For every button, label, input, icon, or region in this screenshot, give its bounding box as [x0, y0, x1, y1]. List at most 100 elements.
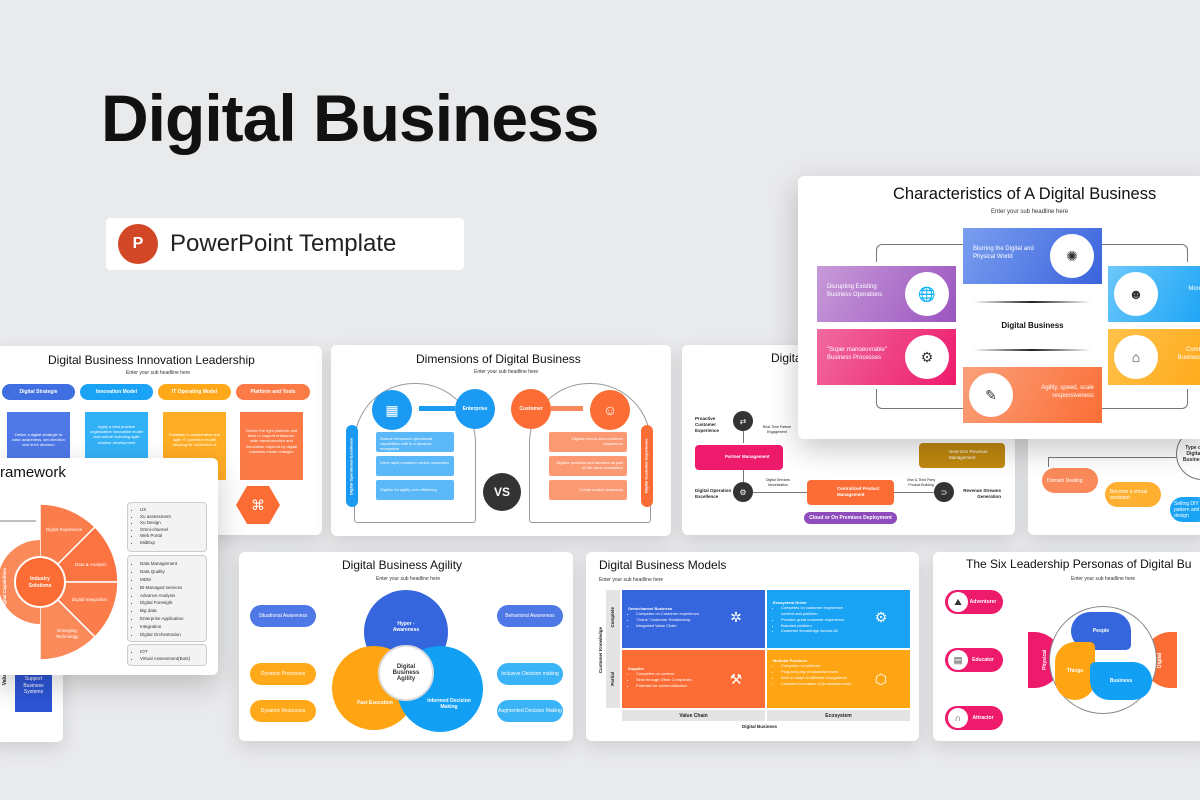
industry-solutions-circle — [14, 556, 66, 608]
slide-subtitle: Enter your sub headline here — [599, 577, 664, 583]
realtime-label: Real-Time Partner Engagement — [762, 425, 792, 434]
customer-service-icon: ☺ — [590, 390, 630, 430]
slide-title: ramework — [0, 464, 66, 481]
network-person-icon: ✲ — [730, 608, 742, 625]
customer-circle: Customer — [511, 389, 551, 429]
slide-title: Digital Business Innovation Leadership — [48, 353, 255, 367]
slide-title: Dimensions of Digital Business — [416, 352, 581, 366]
proactive-node: ⇄ — [733, 411, 753, 431]
list-item: Advance Analysis — [140, 592, 202, 600]
right-row: Digitize products and services as part o… — [549, 456, 627, 476]
framework-wheel — [0, 503, 119, 661]
col-label: Value Chain — [622, 710, 765, 721]
arrow-right-icon — [551, 406, 583, 411]
pill-digital-strategie: Digital Strategie — [2, 384, 75, 400]
quadrant-ecosystem-driver: Ecosystem DriverCompetes on customer exp… — [767, 590, 910, 648]
left-label: Digital Capabilities — [2, 568, 7, 609]
list-item: Xu Design — [140, 520, 202, 527]
right-pill: Augmented Decision Making — [497, 700, 563, 722]
quadrant-modular-producer: Modular ProducerCompetes on platformPlug… — [767, 650, 910, 708]
partner-management-box: Partner Management — [695, 445, 783, 470]
list-item: Digital Foresight — [140, 599, 202, 607]
slide-agility: Digital Business Agility Enter your sub … — [239, 552, 573, 741]
cloud-deployment-pill: Cloud or On Premises Deployment — [804, 512, 897, 524]
segment-things: Things — [1055, 642, 1095, 700]
slide-framework: ramework Industry Solutions Digital Capa… — [0, 458, 218, 675]
vs-circle: VS — [483, 473, 521, 511]
slide-subtitle: Enter your sub headline here — [991, 209, 1069, 215]
left-side-bar: Digital Operational Excellence — [346, 425, 358, 507]
y-axis-label: Customer Knowledge — [598, 627, 603, 674]
list-item: Big data — [140, 607, 202, 615]
revenue-node: ⊃ — [934, 482, 954, 502]
left-row: Drive rapid customer centric innovation — [376, 456, 454, 476]
right-row: Create trusted readiness — [549, 480, 627, 500]
storefront-people-icon: ⌂ — [1114, 335, 1158, 379]
revenue-generation-label: Revenue Streams Generation — [963, 488, 1001, 499]
support-systems-box: Support Business Systems — [15, 672, 52, 712]
list-item: MidExp — [140, 540, 202, 547]
slide-title: Digital Business Agility — [342, 558, 463, 572]
center-label: Digital Business — [1001, 321, 1064, 330]
row-label: Partial — [610, 672, 615, 686]
x-axis-label: Digital Business — [742, 724, 778, 729]
right-pill: Behavioral Awareness — [497, 605, 563, 627]
value-label: Valu — [2, 675, 8, 686]
list-item: UX — [140, 507, 202, 514]
template-badge: P PowerPoint Template — [106, 218, 464, 270]
slide-dimensions: Dimensions of Digital Business Enter you… — [331, 345, 671, 536]
network-hexagon-icon: ⌘ — [236, 486, 280, 524]
left-row: Source enhanced operational capabilities… — [376, 432, 454, 452]
list-item: Enterprise Application — [140, 615, 202, 623]
hexagons-icon: ⬡ — [874, 670, 888, 687]
list-item: Integration — [140, 623, 202, 631]
list-item: Web Portal — [140, 533, 202, 540]
list-item: Xu assessment — [140, 514, 202, 521]
globe-gear-icon: 🌐 — [905, 272, 949, 316]
quadrant-title: Supplier — [628, 666, 645, 671]
slide-title: Characteristics of A Digital Business — [893, 185, 1157, 203]
pill-platform-tools: Platform and Tools — [236, 384, 310, 400]
list-item: Digital Orchestration — [140, 631, 202, 639]
enterprise-circle: Enterprise — [455, 389, 495, 429]
building-icon: ▦ — [372, 390, 412, 430]
quadrant-supplier: SupplierCompetes on contentSells through… — [622, 650, 765, 708]
left-pill: Situational Awareness — [250, 605, 316, 627]
right-side-bar: Digital Customer Experience — [641, 425, 653, 507]
quadrant-title: Modular Producer — [773, 658, 808, 663]
quadrant-omnichannel: Omnichannel BusinessCompetes on Customer… — [622, 590, 765, 648]
left-pill: Dynamic Processes — [250, 663, 316, 685]
segment-label: Digital Integration — [72, 597, 108, 602]
adventurer-icon: ⛰ — [948, 592, 968, 612]
row-label: Complete — [610, 607, 615, 628]
powerpoint-icon: P — [118, 224, 158, 264]
center-circle: Digital Business Agility — [378, 645, 434, 701]
slide-title: Digita — [771, 351, 802, 365]
row-label-column — [606, 590, 620, 708]
list-box-3: IOTVirtual Assessment(Bots) — [127, 644, 207, 666]
list-item: Virtual Assessment(Bots) — [140, 656, 202, 663]
attractor-icon: ∩ — [948, 708, 968, 728]
operation-node: ⚙ — [733, 482, 753, 502]
pill-innovation-model: Innovation Model — [80, 384, 153, 400]
people-network-icon: ☻ — [1114, 272, 1158, 316]
slide-subtitle: Enter your sub headline here — [126, 370, 191, 376]
list-box-2: Data ManagementData QualityMDMBI-Managed… — [127, 555, 207, 642]
segment-business: Business — [1090, 662, 1152, 700]
type-domain-dealing: Domain Dealing — [1042, 468, 1098, 493]
supply-chain-icon: ⚒ — [729, 670, 743, 687]
slide-subtitle: Enter your sub headline here — [1071, 576, 1136, 582]
slide-title: Digital Business Models — [599, 558, 727, 572]
slide-characteristics: Characteristics of A Digital Business En… — [798, 176, 1200, 439]
speed-payment-icon: ✎ — [969, 373, 1013, 417]
educator-icon: ▤ — [948, 650, 968, 670]
left-pill: Dynamic Resources — [250, 700, 316, 722]
process-flow-icon: ⚙ — [905, 335, 949, 379]
slide-subtitle: Enter your sub headline here — [376, 576, 441, 582]
segment-label: Digital Experience — [46, 527, 83, 532]
own-label: Own & Third Party Product Building — [906, 478, 936, 487]
list-item: Data Quality — [140, 568, 202, 576]
card-platform: Deliver the right platform and tools to … — [240, 412, 303, 480]
slide-subtitle: Enter your sub headline here — [474, 369, 539, 375]
type-virtual-assistant: Become a virtual assistant — [1105, 482, 1161, 507]
